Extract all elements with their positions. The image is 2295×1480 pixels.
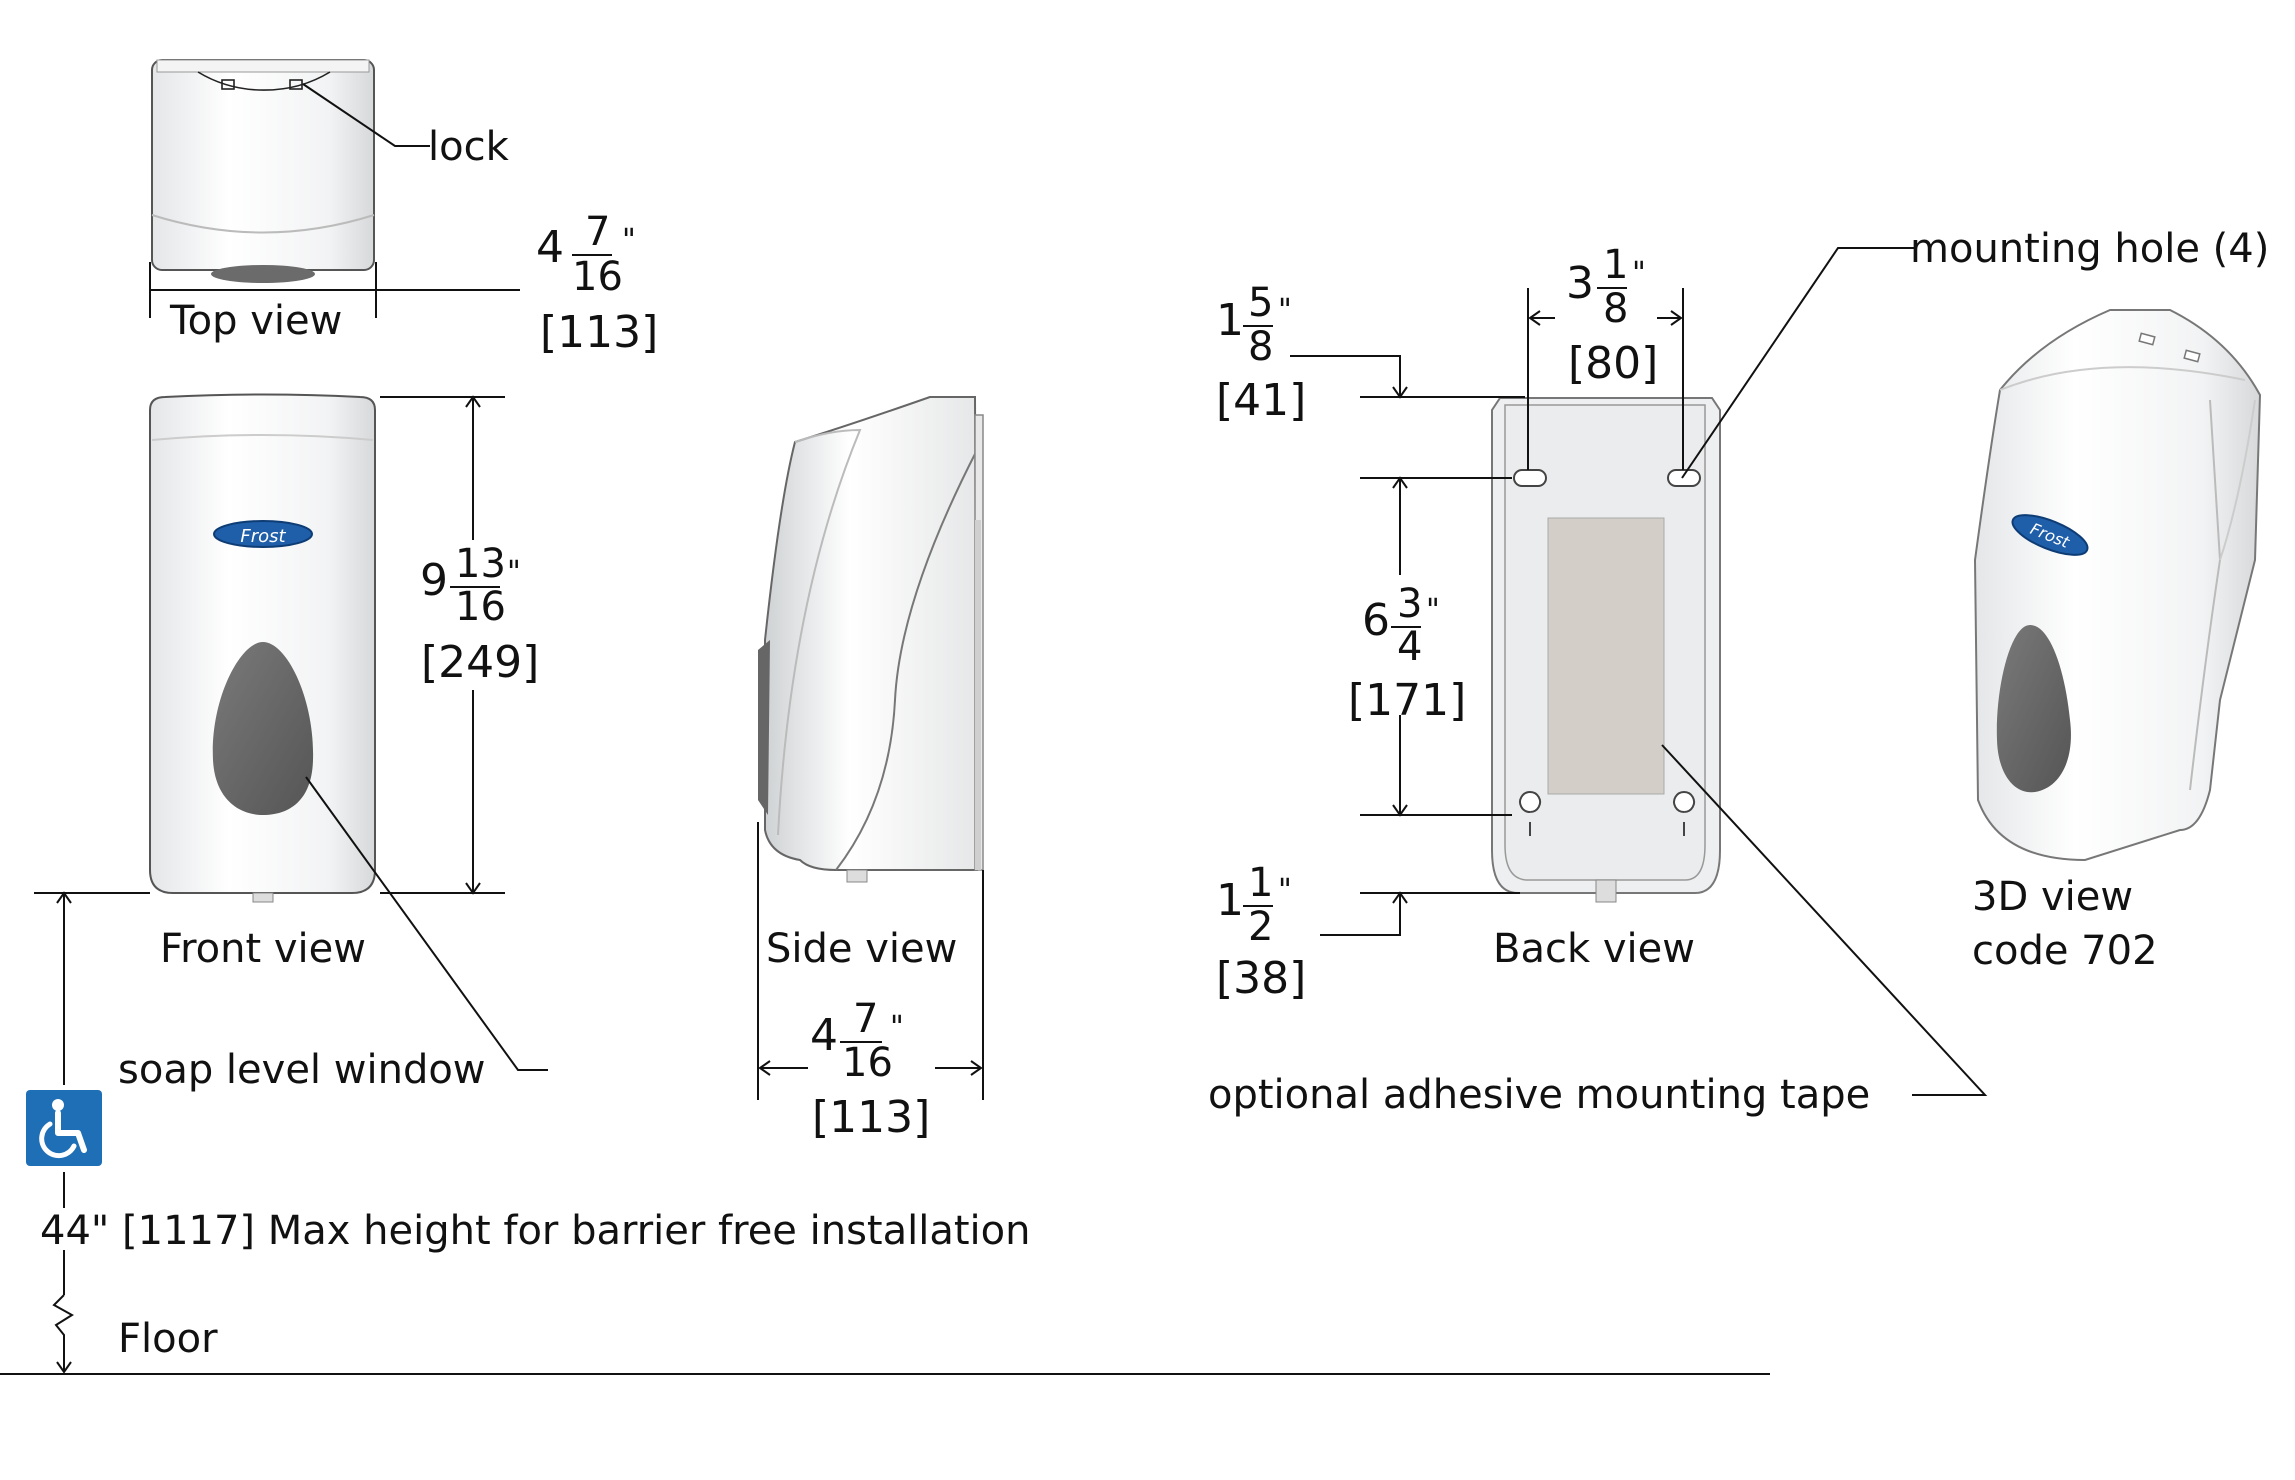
svg-text:7: 7 (853, 996, 878, 1042)
frost-logo: Frost (213, 520, 313, 548)
side-view-label: Side view (766, 926, 957, 972)
mounting-hole (1513, 469, 1547, 487)
lock-leader (302, 83, 430, 147)
top-dispense-slot (211, 265, 315, 283)
svg-text:4: 4 (810, 1010, 838, 1061)
mounting-height: 44" [1117] Max height for barrier free i… (0, 891, 1770, 1375)
front-height-dimension: 9 13 16 " [249] (415, 540, 539, 690)
svg-text:": " (890, 1010, 904, 1045)
svg-text:1: 1 (1216, 295, 1244, 346)
max-height-label: 44" [1117] Max height for barrier free i… (40, 1208, 1031, 1254)
back-view: 3 1 8 " [80] 1 5 8 " [41] 6 3 (1208, 226, 2269, 1118)
svg-text:6: 6 (1362, 595, 1390, 646)
3d-view: Frost 3D view code 702 (1972, 309, 2262, 974)
top-depth-dimension: 4 7 16 " [113] (536, 209, 658, 358)
adhesive-tape-area (1547, 517, 1665, 795)
svg-text:4: 4 (536, 222, 564, 273)
back-view-label: Back view (1493, 926, 1695, 972)
soap-window-label: soap level window (118, 1047, 486, 1093)
svg-text:8: 8 (1603, 286, 1628, 332)
svg-text:1: 1 (1248, 860, 1273, 906)
svg-text:1: 1 (1216, 875, 1244, 926)
soap-window-leader (305, 776, 548, 1071)
product-code-label: code 702 (1972, 928, 2158, 974)
back-vertical-dimension: 6 3 4 " [171] (1348, 581, 1466, 726)
svg-text:4: 4 (1397, 624, 1422, 670)
soap-level-window (212, 642, 314, 815)
svg-text:[171]: [171] (1348, 675, 1466, 726)
svg-text:[41]: [41] (1216, 375, 1306, 426)
svg-text:[113]: [113] (812, 1092, 930, 1143)
svg-text:16: 16 (455, 584, 506, 630)
mounting-hole (1519, 791, 1542, 836)
svg-text:3: 3 (1566, 258, 1594, 309)
svg-text:5: 5 (1248, 280, 1273, 326)
svg-text:": " (1426, 593, 1440, 628)
svg-text:": " (507, 555, 521, 590)
svg-text:[113]: [113] (540, 307, 658, 358)
svg-text:2: 2 (1248, 904, 1273, 950)
svg-text:Frost: Frost (240, 526, 286, 547)
back-hole-spacing-dimension: 3 1 8 " [80] (1566, 242, 1658, 389)
front-view-label: Front view (160, 926, 366, 972)
floor-label: Floor (118, 1316, 218, 1362)
mounting-hole (1667, 469, 1701, 487)
svg-text:": " (1278, 873, 1292, 908)
svg-text:7: 7 (585, 209, 610, 255)
svg-text:[38]: [38] (1216, 953, 1306, 1004)
soap-level-window-3d (1996, 625, 2071, 793)
svg-text:": " (1278, 293, 1292, 328)
svg-text:16: 16 (572, 254, 623, 300)
svg-text:": " (622, 223, 636, 258)
back-top-offset-dimension: 1 5 8 " [41] (1216, 280, 1306, 426)
wheelchair-icon (26, 1090, 102, 1166)
back-bottom-offset-dimension: 1 1 2 " [38] (1216, 860, 1306, 1004)
mounting-hole-leader (1681, 247, 1915, 479)
adhesive-tape-leader (1661, 744, 1988, 1096)
svg-text:8: 8 (1248, 324, 1273, 370)
side-depth-dimension: 4 7 16 " [113] (810, 996, 930, 1143)
svg-text:[80]: [80] (1568, 338, 1658, 389)
adhesive-tape-label: optional adhesive mounting tape (1208, 1072, 1870, 1118)
svg-text:9: 9 (420, 555, 448, 606)
top-view: lock Top view 4 7 16 " [113] (149, 59, 658, 358)
svg-text:16: 16 (842, 1040, 893, 1086)
side-view: Side view 4 7 16 " [113] (757, 396, 984, 1143)
svg-text:13: 13 (455, 541, 506, 587)
svg-text:[249]: [249] (421, 637, 539, 688)
svg-text:": " (1632, 256, 1646, 291)
top-view-label: Top view (169, 298, 342, 344)
mounting-hole-label: mounting hole (4) (1910, 226, 2269, 272)
3d-view-label: 3D view (1972, 874, 2133, 920)
front-view: Frost 9 13 16 " [249] Front view soap le… (118, 393, 548, 1093)
svg-text:3: 3 (1397, 581, 1422, 627)
svg-text:1: 1 (1603, 242, 1628, 288)
lock-label: lock (428, 124, 510, 170)
mounting-hole (1673, 791, 1696, 836)
